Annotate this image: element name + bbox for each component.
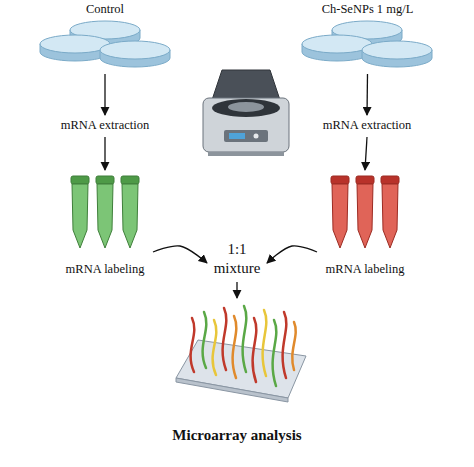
microarray-result: Microarray analysis bbox=[160, 300, 314, 445]
control-panel bbox=[224, 130, 268, 142]
strand bbox=[292, 322, 295, 370]
node-label: mRNA labeling bbox=[66, 262, 145, 278]
process-step: mRNA extraction bbox=[50, 117, 160, 135]
tubes bbox=[71, 176, 139, 248]
flow-arrow bbox=[236, 282, 237, 298]
node-label: Microarray analysis bbox=[172, 426, 301, 445]
flow-arrow bbox=[365, 137, 367, 170]
tube-body bbox=[97, 184, 113, 248]
tube-cap bbox=[356, 176, 374, 184]
strand bbox=[263, 310, 267, 376]
flow-arrow bbox=[267, 246, 317, 263]
tube-cap bbox=[96, 176, 114, 184]
centrifuge-rotor bbox=[228, 102, 264, 112]
strand bbox=[203, 312, 207, 368]
knob bbox=[254, 134, 259, 139]
strands bbox=[191, 306, 296, 386]
tubes bbox=[331, 176, 399, 248]
node-label: Control bbox=[86, 2, 124, 18]
node-label: Ch-SeNPs 1 mg/L bbox=[322, 2, 414, 18]
node-label: mRNA extraction bbox=[323, 118, 412, 134]
centrifuge bbox=[203, 70, 289, 156]
strand bbox=[233, 316, 237, 378]
tube-cap bbox=[121, 176, 139, 184]
centrifuge-lid bbox=[212, 70, 280, 100]
centrifuge-chamber bbox=[212, 99, 280, 117]
tube-cap bbox=[71, 176, 89, 184]
petri-dishes bbox=[40, 21, 170, 67]
tube-body bbox=[72, 184, 88, 248]
sample-group: Control bbox=[35, 2, 175, 72]
sample-group: Ch-SeNPs 1 mg/L bbox=[295, 2, 440, 72]
node-label: mRNA extraction bbox=[61, 118, 150, 134]
tube-cap bbox=[381, 176, 399, 184]
strand bbox=[283, 312, 287, 378]
centrifuge-base bbox=[208, 152, 284, 156]
mix-step: 1:1 mixture bbox=[205, 238, 269, 280]
dish-top bbox=[362, 41, 432, 59]
strand bbox=[253, 318, 257, 382]
strand bbox=[213, 320, 217, 375]
strand bbox=[273, 320, 277, 386]
strand bbox=[191, 318, 195, 372]
tube-body bbox=[122, 184, 138, 248]
microarray bbox=[176, 306, 306, 402]
slide-edge bbox=[176, 378, 288, 402]
tube-body bbox=[382, 184, 398, 248]
process-step: mRNA extraction bbox=[312, 117, 422, 135]
flow-arrow bbox=[104, 137, 105, 170]
centrifuge-body bbox=[203, 98, 289, 152]
flow-arrow bbox=[153, 246, 207, 263]
node-label: mRNA labeling bbox=[326, 262, 405, 278]
strand bbox=[223, 308, 227, 370]
tube-body bbox=[357, 184, 373, 248]
strand bbox=[243, 306, 247, 372]
dish-top bbox=[100, 41, 170, 59]
tube-cap bbox=[331, 176, 349, 184]
flow-arrow bbox=[366, 74, 368, 115]
tube-body bbox=[332, 184, 348, 248]
tube-set: mRNA labeling bbox=[55, 172, 155, 278]
petri-dishes bbox=[302, 21, 432, 67]
flow-arrow bbox=[104, 74, 105, 115]
display bbox=[229, 133, 245, 139]
tube-set: mRNA labeling bbox=[315, 172, 415, 278]
node-label: 1:1 mixture bbox=[205, 240, 269, 278]
